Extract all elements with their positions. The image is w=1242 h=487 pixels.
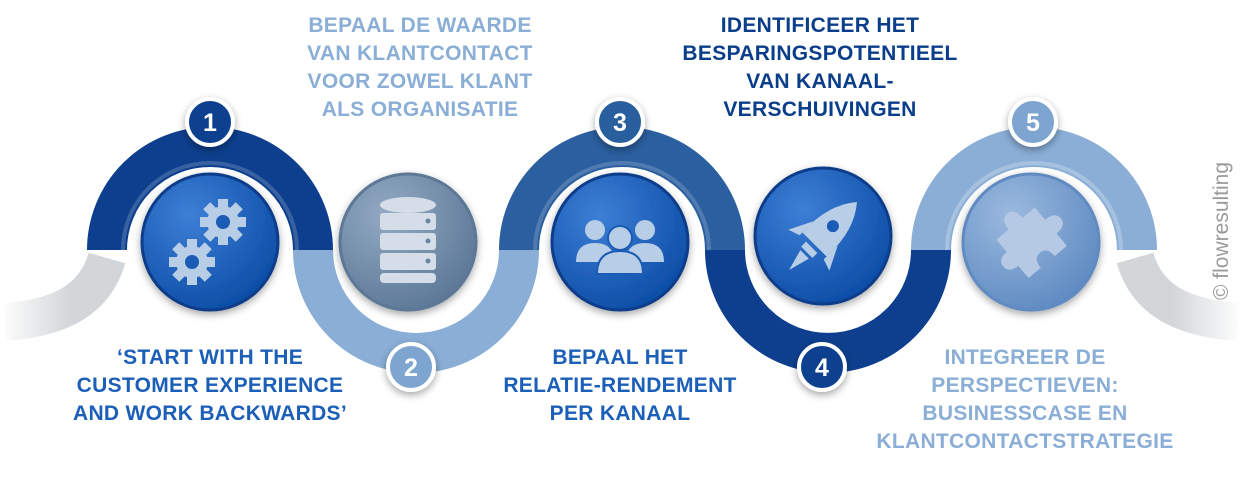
svg-text:5: 5 xyxy=(1026,109,1040,137)
wave-segment-3 xyxy=(499,127,745,251)
step-5-label: INTEGREER DE PERSPECTIEVEN: BUSINESSCASE… xyxy=(876,346,1174,453)
wave-segment-1 xyxy=(87,127,333,251)
database-icon xyxy=(380,197,436,283)
step-3-label: BEPAAL HET RELATIE-RENDEMENT PER KANAAL xyxy=(503,346,737,425)
puzzle-icon xyxy=(996,207,1067,278)
wave-segment-5 xyxy=(911,127,1157,251)
step-5-badge: 5 xyxy=(1008,97,1058,147)
svg-text:1: 1 xyxy=(203,109,217,137)
svg-text:2: 2 xyxy=(404,354,418,382)
step-1-circle xyxy=(140,172,280,312)
step-2-badge: 2 xyxy=(386,342,436,392)
svg-text:4: 4 xyxy=(815,354,829,382)
step-1-badge: 1 xyxy=(185,97,235,147)
copyright-text: © flowresulting xyxy=(1210,161,1233,300)
step-2-label: BEPAAL DE WAARDE VAN KLANTCONTACT VOOR Z… xyxy=(307,14,533,121)
step-3-badge: 3 xyxy=(595,97,645,147)
gears-icon xyxy=(169,199,246,285)
svg-text:3: 3 xyxy=(613,109,627,137)
users-icon xyxy=(576,220,664,275)
rocket-icon xyxy=(788,202,857,271)
step-1-label: ‘START WITH THE CUSTOMER EXPERIENCE AND … xyxy=(72,346,347,425)
step-4-badge: 4 xyxy=(797,342,847,392)
step-4-label: IDENTIFICEER HET BESPARINGSPOTENTIEEL VA… xyxy=(682,14,958,121)
